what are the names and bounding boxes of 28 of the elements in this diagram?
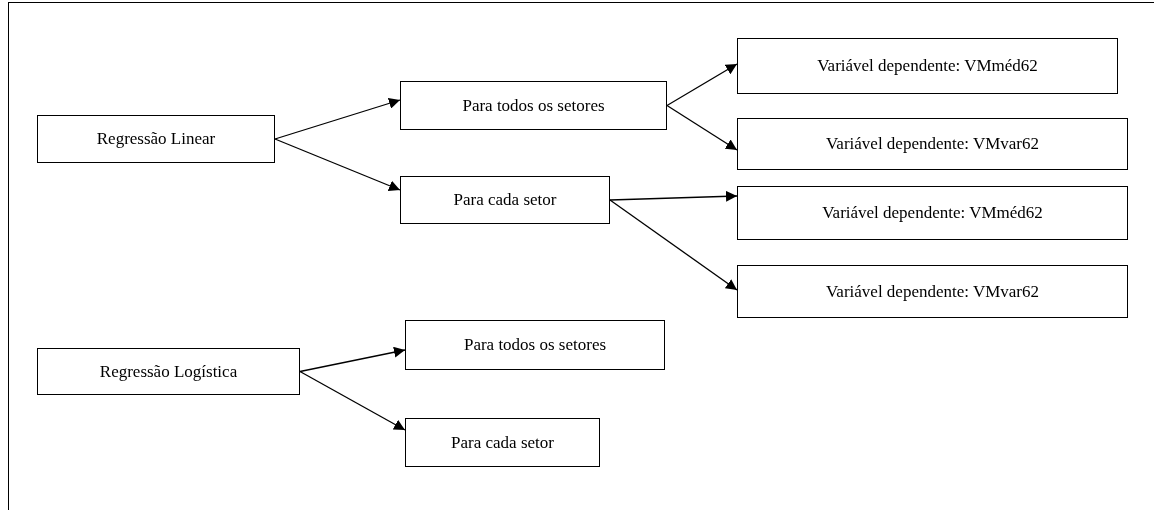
arrow	[274, 138, 401, 191]
arrow	[609, 199, 738, 291]
box-label: Para cada setor	[451, 432, 554, 453]
arrow	[666, 63, 738, 107]
process-box	[737, 265, 1128, 318]
process-box	[405, 320, 665, 370]
box-label: Para todos os setores	[463, 335, 607, 355]
process-box	[737, 186, 1128, 240]
box-label: Variável dependente: VMvar62	[825, 281, 1040, 302]
box-label: Variável dependente: VMvar62	[825, 134, 1040, 154]
arrow	[299, 370, 406, 431]
arrow	[609, 190, 738, 202]
arrow	[299, 346, 406, 373]
arrow	[666, 104, 738, 151]
box-label: Variável dependente: VMméd62	[817, 56, 1038, 76]
process-box	[737, 38, 1118, 94]
box-label: Para todos os setores	[462, 95, 605, 116]
process-box	[400, 176, 610, 224]
box-label: Variável dependente: VMméd62	[822, 203, 1043, 223]
process-box	[405, 418, 600, 467]
process-box	[37, 348, 300, 395]
process-box	[400, 81, 667, 130]
arrow	[274, 98, 401, 140]
process-box	[37, 115, 275, 163]
box-label: Regressão Linear	[96, 129, 216, 149]
box-label: Regressão Logística	[99, 361, 238, 382]
box-label: Para cada setor	[453, 190, 557, 210]
process-box	[737, 118, 1128, 170]
